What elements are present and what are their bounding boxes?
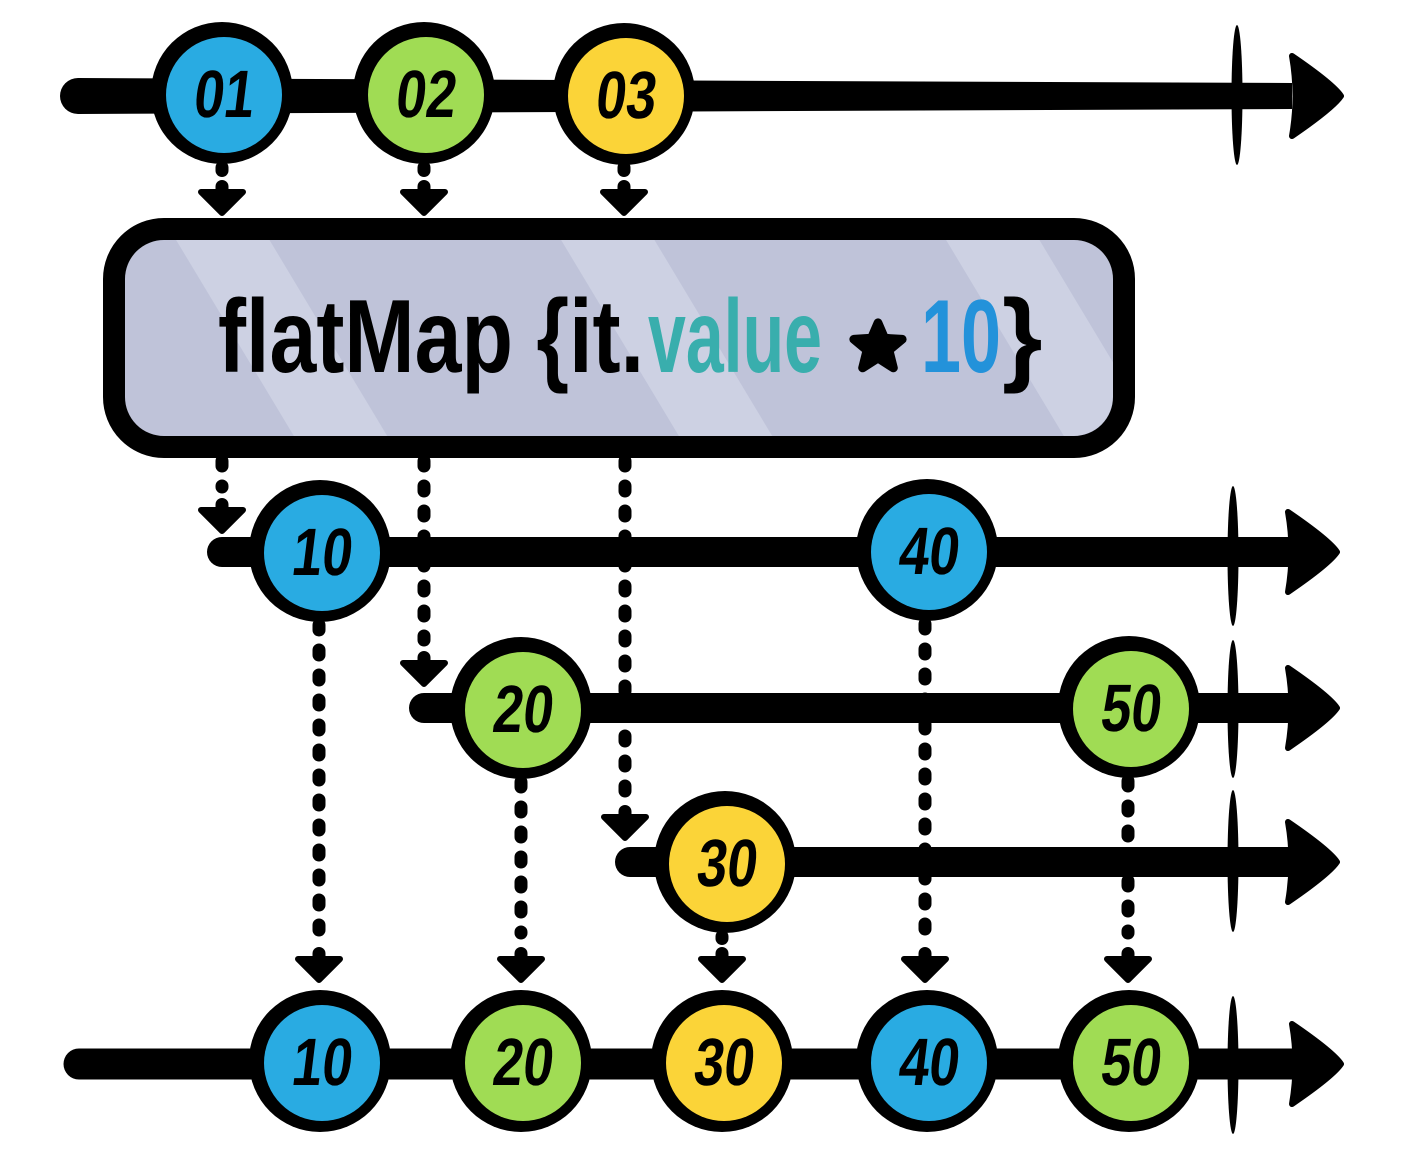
svg-text:30: 30 [690,1025,759,1100]
svg-text:50: 50 [1097,671,1166,746]
svg-text:40: 40 [895,1025,964,1100]
svg-text:10: 10 [288,515,357,590]
svg-text:40: 40 [895,514,964,589]
svg-text:}: } [1002,279,1042,395]
svg-text:20: 20 [489,1025,558,1100]
svg-text:10: 10 [288,1025,357,1100]
svg-text:flatMap {it.: flatMap {it. [218,279,644,395]
svg-text:50: 50 [1097,1025,1166,1100]
svg-text:03: 03 [592,58,661,133]
svg-text:20: 20 [489,672,558,747]
svg-text:30: 30 [693,826,762,901]
svg-text:10: 10 [921,279,1001,395]
svg-text:01: 01 [190,57,259,132]
svg-text:02: 02 [392,57,461,132]
svg-text:value: value [648,279,822,395]
